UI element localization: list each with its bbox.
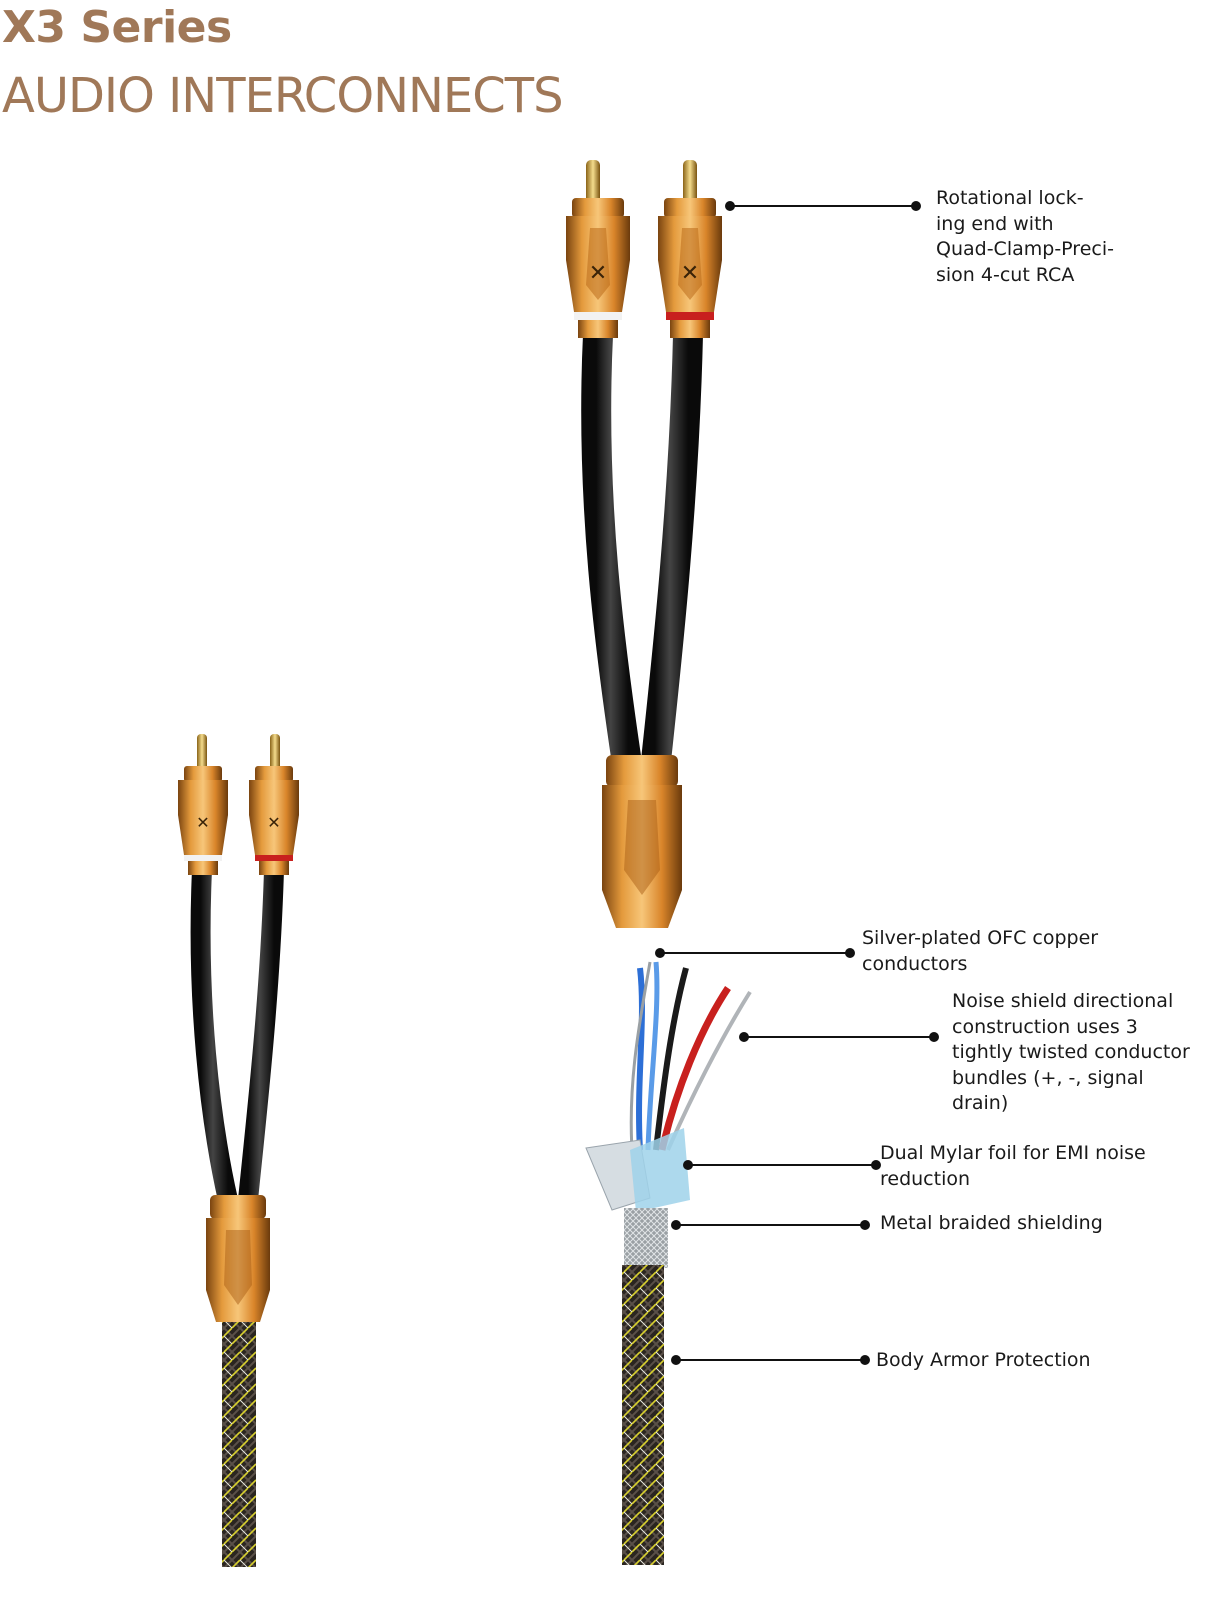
- callout-noise-shield: Noise shield directional construction us…: [952, 990, 1190, 1114]
- callout-conductors: Silver-plated OFC copper conductors: [862, 927, 1099, 975]
- callout-braid: Metal braided shielding: [880, 1212, 1103, 1234]
- callout-rca-end: Rotational lock- ing end with Quad-Clamp…: [936, 187, 1114, 286]
- splitter-body: [206, 1195, 270, 1322]
- page-subtitle: AUDIO INTERCONNECTS: [2, 68, 564, 124]
- page-title: X3 Series: [2, 2, 232, 53]
- right-cable: [238, 860, 284, 1210]
- metal-braid: [624, 1208, 668, 1268]
- callout-mylar-foil: Dual Mylar foil for EMI noise reduction: [880, 1142, 1146, 1190]
- left-rca-plug: ✕: [178, 734, 228, 875]
- large-rca-cable: ✕ ✕: [566, 160, 722, 928]
- x-logo-icon: ✕: [589, 261, 607, 286]
- right-cable: [640, 320, 703, 785]
- body-armor: [622, 1265, 664, 1565]
- right-rca-plug: ✕: [249, 734, 299, 875]
- small-rca-cable: ✕ ✕: [178, 734, 299, 1567]
- x-logo-icon: ✕: [196, 813, 209, 832]
- braided-jacket: [222, 1322, 256, 1567]
- x-logo-icon: ✕: [267, 813, 280, 832]
- cable-cross-section: [585, 961, 752, 1565]
- callout-lines: [655, 201, 939, 1365]
- left-cable: [581, 320, 643, 785]
- x-logo-icon: ✕: [681, 261, 699, 286]
- splitter-body: [602, 755, 682, 928]
- left-cable: [190, 860, 238, 1210]
- left-rca-plug: ✕: [566, 160, 630, 338]
- right-rca-plug: ✕: [658, 160, 722, 338]
- callout-body-armor: Body Armor Protection: [876, 1349, 1091, 1371]
